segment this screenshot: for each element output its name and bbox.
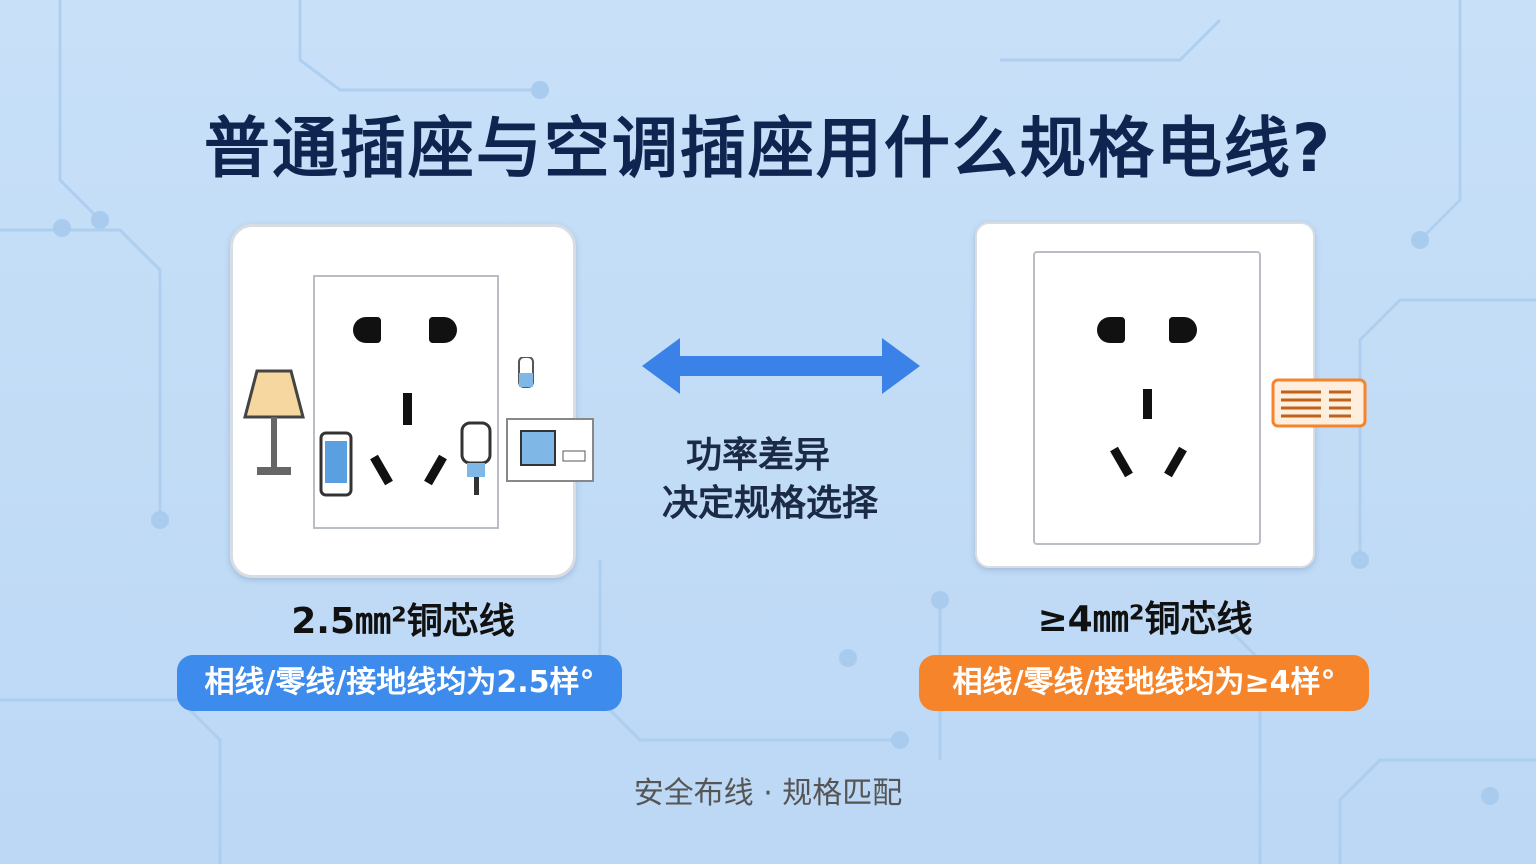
- socket-hole: [429, 317, 457, 343]
- socket-hole: [1164, 446, 1187, 478]
- ac-socket-card: [975, 222, 1367, 568]
- socket-hole: [353, 317, 381, 343]
- socket-hole: [1110, 446, 1133, 478]
- socket-hole: [1097, 317, 1125, 343]
- right-wire-spec: ≥4㎜²铜芯线: [1037, 599, 1253, 640]
- standard-socket-card: [230, 224, 594, 578]
- page-title: 普通插座与空调插座用什么规格电线?: [203, 110, 1333, 187]
- power-difference-text: 功率差异: [686, 435, 831, 476]
- socket-hole: [1169, 317, 1197, 343]
- phone-icon: [319, 431, 353, 497]
- socket-hole: [403, 393, 412, 425]
- socket-hole: [370, 454, 393, 486]
- socket-hole: [424, 454, 447, 486]
- decides-spec-text: 决定规格选择: [662, 483, 879, 524]
- air-conditioner-icon: [1271, 378, 1367, 428]
- footer-slogan: 安全布线 · 规格匹配: [633, 776, 903, 811]
- socket-hole: [1143, 389, 1152, 419]
- left-wire-note: 相线/零线/接地线均为2.5样°: [177, 655, 622, 711]
- right-wire-note: 相线/零线/接地线均为≥4样°: [919, 655, 1369, 711]
- charger-icon: [460, 421, 492, 495]
- left-wire-spec: 2.5㎜²铜芯线: [291, 601, 515, 642]
- lamp-icon: [243, 369, 305, 475]
- double-arrow-icon: [642, 338, 920, 394]
- computer-icon: [506, 357, 594, 482]
- socket-plate: [1033, 251, 1261, 545]
